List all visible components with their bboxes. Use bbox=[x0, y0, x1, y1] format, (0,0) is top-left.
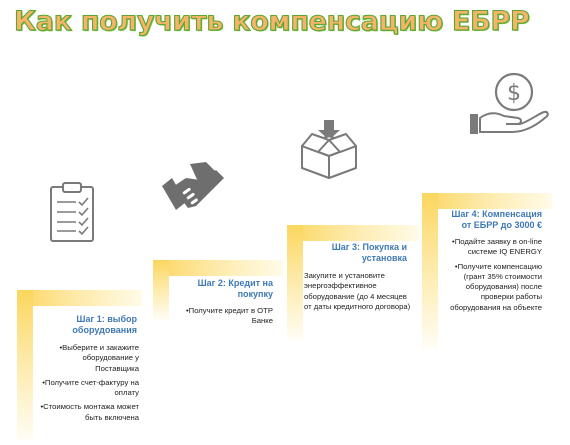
step-3-item: Закупите и установите энергоэффективное … bbox=[304, 271, 411, 311]
step-2-body: •Получите кредит в ОТР Банке bbox=[173, 306, 273, 331]
clipboard-checklist-icon bbox=[48, 180, 98, 244]
open-box-icon bbox=[298, 118, 360, 180]
step-4-item: •Получите компенсацию (грант 35% стоимос… bbox=[450, 261, 542, 312]
hand-dollar-coin-icon: $ bbox=[468, 72, 550, 136]
step-1-item: •Выберите и закажите оборудование у Пост… bbox=[59, 343, 139, 373]
step-4: Шаг 4: Компенсация от ЕБРР до 3000 € •По… bbox=[422, 193, 552, 348]
handshake-icon bbox=[160, 160, 228, 216]
step-2-heading: Шаг 2: Кредит на покупку bbox=[197, 278, 273, 299]
step-2: Шаг 2: Кредит на покупку •Получите креди… bbox=[153, 260, 283, 325]
svg-text:$: $ bbox=[507, 81, 521, 106]
step-1-body: •Выберите и закажите оборудование у Пост… bbox=[39, 343, 139, 427]
step-4-body: •Подайте заявку в on-line системе IQ ENE… bbox=[442, 237, 542, 317]
step-3: Шаг 3: Покупка и установка Закупите и ус… bbox=[287, 225, 419, 340]
step-1: Шаг 1: выбор оборудования •Выберите и за… bbox=[17, 290, 142, 440]
step-4-heading: Шаг 4: Компенсация от ЕБРР до 3000 € bbox=[451, 209, 542, 230]
step-4-item: •Подайте заявку в on-line системе IQ ENE… bbox=[452, 237, 542, 257]
step-2-item: •Получите кредит в ОТР Банке bbox=[185, 306, 273, 326]
step-1-heading: Шаг 1: выбор оборудования bbox=[72, 314, 137, 335]
page-title: Как получить компенсацию ЕБРР bbox=[13, 5, 530, 37]
step-3-body: Закупите и установите энергоэффективное … bbox=[304, 271, 412, 316]
step-1-item: •Получите счет-фактуру на оплату bbox=[42, 377, 139, 398]
step-3-heading: Шаг 3: Покупка и установка bbox=[331, 242, 407, 263]
step-1-item: •Стоимость монтажа может быть включена bbox=[40, 402, 139, 422]
